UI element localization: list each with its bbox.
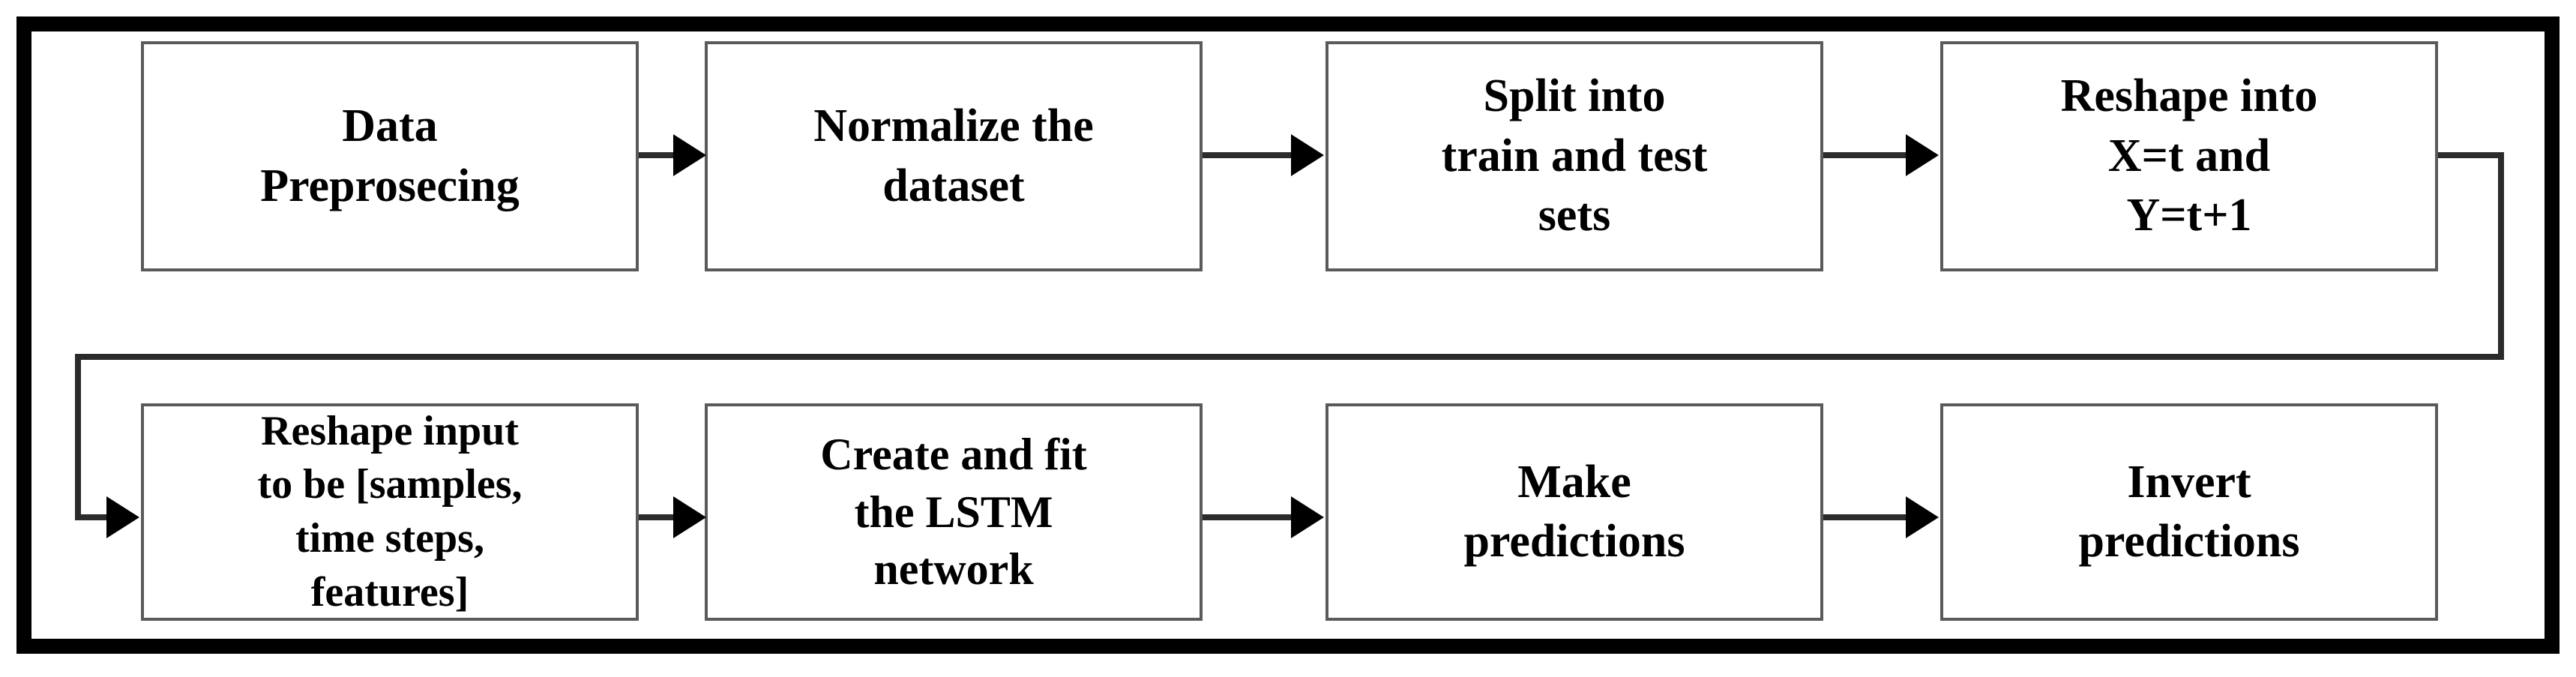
- arrowhead-icon-n1-n2: [673, 134, 706, 176]
- arrowhead-icon-n5-n6: [673, 496, 706, 538]
- connector-line-n4-wrap-down: [2498, 152, 2504, 360]
- flow-node-label: Normalize the dataset: [813, 100, 1094, 211]
- arrowhead-icon-n4-n5: [106, 496, 139, 538]
- flow-node-label: Create and fit the LSTM network: [820, 429, 1087, 595]
- flow-node-reshape-xy[interactable]: Reshape into X=t and Y=t+1: [1940, 41, 2438, 271]
- flow-node-label: Reshape into X=t and Y=t+1: [2060, 70, 2318, 241]
- flow-node-label: Split into train and test sets: [1441, 70, 1708, 241]
- arrowhead-icon-n6-n7: [1291, 496, 1324, 538]
- connector-line-n3-n4: [1823, 152, 1906, 158]
- flow-node-create-fit-lstm[interactable]: Create and fit the LSTM network: [705, 403, 1203, 621]
- arrowhead-icon-n3-n4: [1906, 134, 1939, 176]
- connector-line-n4-wrap-into-n5: [75, 514, 112, 520]
- arrowhead-icon-n2-n3: [1291, 134, 1324, 176]
- flow-node-make-predictions[interactable]: Make predictions: [1325, 403, 1823, 621]
- flow-node-normalize-dataset[interactable]: Normalize the dataset: [705, 41, 1203, 271]
- flow-node-invert-predictions[interactable]: Invert predictions: [1940, 403, 2438, 621]
- connector-line-n4-wrap-across: [75, 354, 2504, 360]
- connector-line-n4-wrap-right: [2438, 152, 2504, 158]
- flow-node-label: Reshape input to be [samples, time steps…: [257, 407, 523, 616]
- connector-line-n7-n8: [1823, 514, 1906, 520]
- arrowhead-icon-n7-n8: [1906, 496, 1939, 538]
- flow-node-label: Invert predictions: [2078, 456, 2300, 567]
- flow-node-label: Make predictions: [1463, 456, 1685, 567]
- flow-node-split-train-test[interactable]: Split into train and test sets: [1325, 41, 1823, 271]
- connector-line-n5-n6: [639, 514, 676, 520]
- flow-node-reshape-input-samples[interactable]: Reshape input to be [samples, time steps…: [141, 403, 639, 621]
- flow-node-label: Data Preprosecing: [260, 100, 520, 211]
- flow-node-data-preprocessing[interactable]: Data Preprosecing: [141, 41, 639, 271]
- connector-line-n2-n3: [1203, 152, 1291, 158]
- connector-line-n6-n7: [1203, 514, 1291, 520]
- connector-line-n1-n2: [639, 152, 676, 158]
- connector-line-n4-wrap-left-down: [75, 354, 81, 517]
